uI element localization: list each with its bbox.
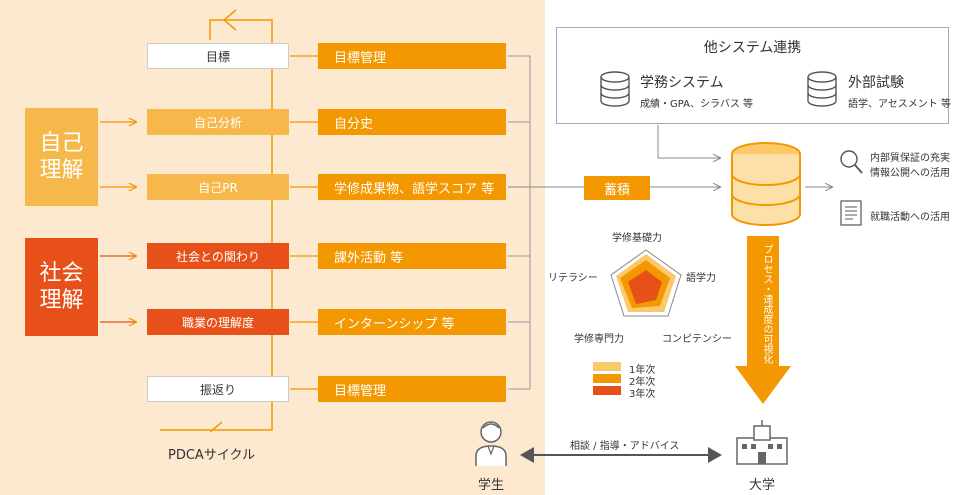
- radar-axis-label: コンピテンシー: [662, 334, 732, 345]
- stage-goal: 目標: [147, 43, 289, 69]
- stage-label: 社会との関わり: [176, 249, 260, 264]
- central-database-icon: [731, 142, 801, 226]
- activity-label: 目標管理: [334, 50, 387, 66]
- legend-swatch-year3: [593, 386, 621, 395]
- stage-label: 目標: [205, 49, 230, 64]
- radar-chart: [610, 249, 682, 317]
- academic-system-name: 学務システム: [640, 75, 724, 91]
- external-exam-detail: 語学、アセスメント 等: [848, 99, 951, 110]
- academic-system-detail: 成績・GPA、シラバス 等: [640, 99, 754, 110]
- activity-label: 課外活動 等: [334, 250, 404, 266]
- student-icon: [475, 421, 507, 466]
- magnifier-icon: [840, 150, 863, 174]
- legend-label: 3年次: [629, 389, 656, 400]
- radar-axis-label: 語学力: [686, 273, 716, 284]
- stage-label: 自己分析: [193, 115, 242, 130]
- activity-label: 目標管理: [334, 383, 387, 399]
- stage-society-relation: 社会との関わり: [147, 243, 289, 269]
- stage-reflection: 振返り: [147, 376, 289, 402]
- activity-learning-outcomes: 学修成果物、語学スコア 等: [318, 174, 506, 200]
- radar-axis-label: 学修基礎力: [612, 233, 662, 244]
- academic-system-db-icon: [600, 71, 630, 107]
- quality-assurance-output-label: 内部質保証の充実 情報公開への活用: [870, 153, 950, 179]
- document-icon: [840, 200, 862, 226]
- pdca-loop-arrowhead: [222, 9, 237, 31]
- activity-self-history: 自分史: [318, 109, 506, 135]
- activity-label: 学修成果物、語学スコア 等: [334, 181, 495, 197]
- activity-internship: インターンシップ 等: [318, 309, 506, 335]
- stage-self-pr: 自己PR: [147, 174, 289, 200]
- visualization-down-arrow: [735, 236, 791, 404]
- external-exam-name: 外部試験: [848, 75, 904, 91]
- radar-axis-label: リテラシー: [548, 273, 598, 284]
- stage-self-analysis: 自己分析: [147, 109, 289, 135]
- society-understanding-block: 社会理解: [25, 238, 98, 336]
- radar-axis-label: 学修専門力: [574, 334, 624, 345]
- activity-label: インターンシップ 等: [334, 316, 455, 332]
- legend-swatch-year2: [593, 374, 621, 383]
- pdca-cycle-label: PDCAサイクル: [168, 448, 256, 463]
- legend-label: 2年次: [629, 377, 656, 388]
- activity-goal-management: 目標管理: [318, 43, 506, 69]
- activity-label: 自分史: [334, 116, 374, 132]
- other-systems-title: 他システム連携: [703, 40, 802, 56]
- activity-goal-management-review: 目標管理: [318, 376, 506, 402]
- activity-extracurricular: 課外活動 等: [318, 243, 506, 269]
- society-understanding-label: 社会理解: [39, 260, 84, 314]
- stage-label: 自己PR: [198, 180, 238, 195]
- consultation-double-arrow: [520, 447, 722, 463]
- student-label: 学生: [478, 478, 505, 493]
- stage-label: 振返り: [199, 382, 236, 397]
- university-building-icon: [736, 420, 788, 465]
- self-understanding-block: 自己理解: [25, 108, 98, 206]
- consultation-label: 相談 / 指導・アドバイス: [570, 441, 680, 452]
- stage-occupation-understanding: 職業の理解度: [147, 309, 289, 335]
- self-understanding-label: 自己理解: [39, 130, 84, 184]
- stage-label: 職業の理解度: [181, 315, 254, 330]
- university-label: 大学: [749, 478, 776, 493]
- job-hunting-output-label: 就職活動への活用: [870, 212, 950, 223]
- pdca-loop-line: [160, 19, 273, 431]
- external-exam-db-icon: [807, 71, 837, 107]
- radar-series-year3: [628, 270, 662, 304]
- legend-label: 1年次: [629, 365, 656, 376]
- accumulate-badge: 蓄積: [584, 176, 650, 200]
- legend-swatch-year1: [593, 362, 621, 371]
- visualization-label: プロセス・達成度の可視化: [761, 244, 772, 364]
